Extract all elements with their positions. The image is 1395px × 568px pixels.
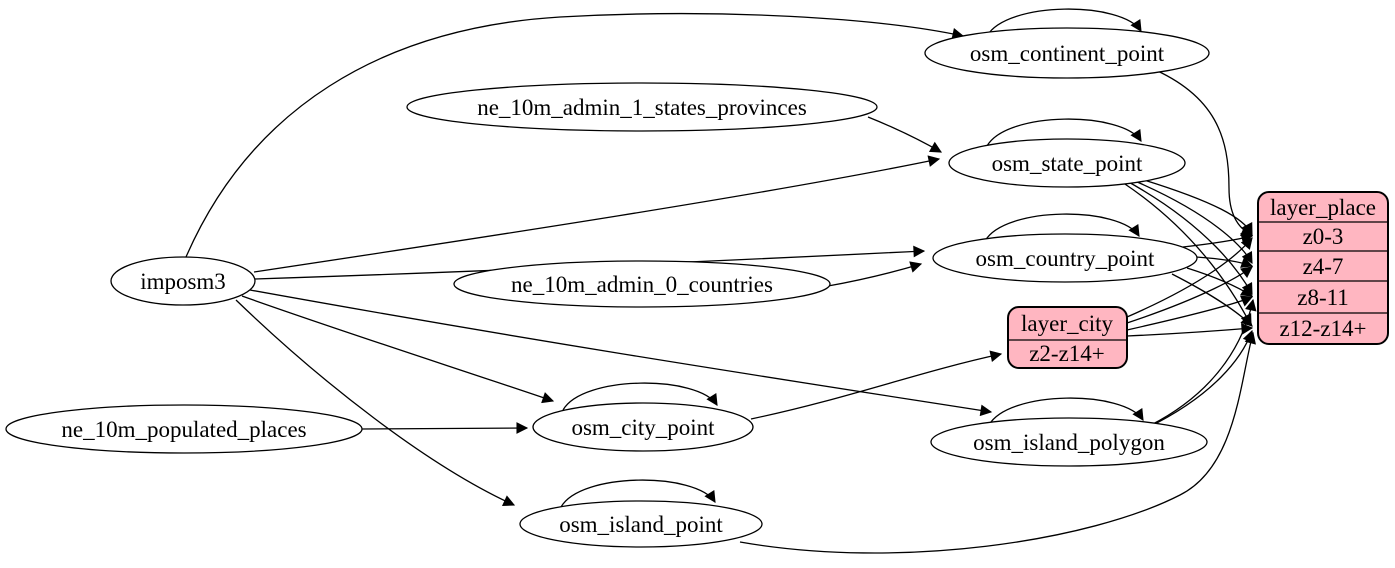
osm_continent_point-shape — [924, 27, 1210, 79]
osm_continent_point-label: osm_continent_point — [970, 41, 1165, 66]
layer_city-shape — [1007, 306, 1128, 369]
ne_10m_admin_0_countries-shape — [453, 260, 831, 308]
edge-layer_city-layer_place-z12 — [1126, 323, 1254, 337]
osm_island_polygon-label: osm_island_polygon — [973, 430, 1165, 455]
node-osm_country_point: osm_country_point — [932, 233, 1198, 283]
node-osm_state_point: osm_state_point — [948, 138, 1186, 188]
edge-osm_island_polygon-layer_place-z8_11 — [1150, 298, 1257, 426]
edge-imposm3-osm_state_point — [253, 155, 941, 273]
edge-osm_country_point-layer_place-z4_7 — [1195, 256, 1254, 268]
edge-osm_country_point-layer_place-z0_3 — [1182, 232, 1254, 248]
edge-ne_10m_admin_1_states_provinces-osm_state_point — [867, 116, 943, 153]
imposm3-shape — [110, 256, 256, 306]
edge-osm_country_point-layer_place-z12 — [1171, 273, 1253, 327]
edge-layer_city-layer_place-z0_3 — [1126, 237, 1253, 318]
osm_island_point-label: osm_island_point — [559, 512, 723, 537]
selfloop-osm_country_point — [984, 213, 1140, 242]
edge-layer_city-layer_place-z4_7 — [1126, 266, 1253, 324]
edge-osm_state_point-layer_place-z4_7 — [1127, 177, 1253, 265]
edge-imposm3-osm_city_point — [241, 295, 555, 404]
osm_country_point-shape — [932, 233, 1198, 283]
layer_place-row-z8_11: z8-11 — [1297, 285, 1349, 310]
layer_city-row-z2: z2-z14+ — [1029, 341, 1105, 366]
ne_10m_populated_places-label: ne_10m_populated_places — [61, 417, 306, 442]
selfloop-osm_island_point — [560, 479, 716, 508]
imposm3-label: imposm3 — [140, 269, 226, 294]
osm_city_point-label: osm_city_point — [571, 415, 715, 440]
node-ne_10m_populated_places: ne_10m_populated_places — [5, 404, 363, 454]
ne_10m_admin_1_states_provinces-label: ne_10m_admin_1_states_provinces — [477, 95, 807, 120]
edge-imposm3-osm_island_polygon — [249, 289, 993, 417]
ne_10m_admin_0_countries-label: ne_10m_admin_0_countries — [511, 272, 773, 297]
edge-osm_state_point-layer_place-z12 — [1121, 181, 1252, 327]
osm_island_polygon-shape — [930, 417, 1208, 467]
node-imposm3: imposm3 — [110, 256, 256, 306]
edge-ne_10m_admin_0_countries-osm_country_point — [827, 261, 923, 287]
osm_state_point-label: osm_state_point — [992, 151, 1143, 176]
osm_city_point-shape — [532, 402, 754, 452]
node-osm_city_point: osm_city_point — [532, 402, 754, 452]
node-osm_continent_point: osm_continent_point — [924, 27, 1210, 79]
selfloop-osm_continent_point — [986, 8, 1142, 37]
edge-imposm3-osm_island_point — [235, 299, 516, 506]
edge-imposm3-osm_continent_point — [185, 13, 965, 258]
osm_island_point-shape — [519, 500, 763, 548]
edge-osm_island_point-layer_place-z12 — [739, 331, 1256, 554]
node-ne_10m_admin_1_states_provinces: ne_10m_admin_1_states_provinces — [406, 82, 878, 132]
node-osm_island_polygon: osm_island_polygon — [930, 417, 1208, 467]
layer_place-row-z12: z12-z14+ — [1279, 316, 1366, 341]
selfloop-osm_city_point — [562, 382, 718, 411]
node-layer_city: layer_city z2-z14+ — [1007, 306, 1128, 369]
edge-layer_city-layer_place-z8_11 — [1126, 295, 1254, 331]
node-layer_place: layer_place z0-3 z4-7 z8-11 z12-z14+ — [1257, 191, 1389, 345]
selfloop-osm_state_point — [986, 118, 1142, 147]
edge-group — [185, 8, 1257, 554]
edge-osm_city_point-layer_city-z2 — [750, 350, 1003, 420]
edge-osm_state_point-layer_place-z0_3 — [1130, 175, 1253, 236]
osm_country_point-label: osm_country_point — [976, 246, 1155, 271]
edge-ne_10m_populated_places-osm_city_point — [361, 422, 529, 434]
layer_place-shape — [1257, 191, 1389, 345]
edge-osm_state_point-layer_place-z8_11 — [1124, 179, 1253, 296]
selfloop-osm_island_polygon — [988, 397, 1144, 426]
ne_10m_populated_places-shape — [5, 404, 363, 454]
ne_10m_admin_1_states_provinces-shape — [406, 82, 878, 132]
edge-osm_continent_point-layer_place-z0_3 — [1150, 67, 1254, 236]
layer_place-row-z4_7: z4-7 — [1303, 254, 1344, 279]
layer_place-row-z0_3: z0-3 — [1303, 224, 1344, 249]
node-ne_10m_admin_0_countries: ne_10m_admin_0_countries — [453, 260, 831, 308]
node-osm_island_point: osm_island_point — [519, 500, 763, 548]
osm_state_point-shape — [948, 138, 1186, 188]
layer_city-title: layer_city — [1021, 311, 1113, 336]
layer_place-title: layer_place — [1270, 195, 1376, 220]
